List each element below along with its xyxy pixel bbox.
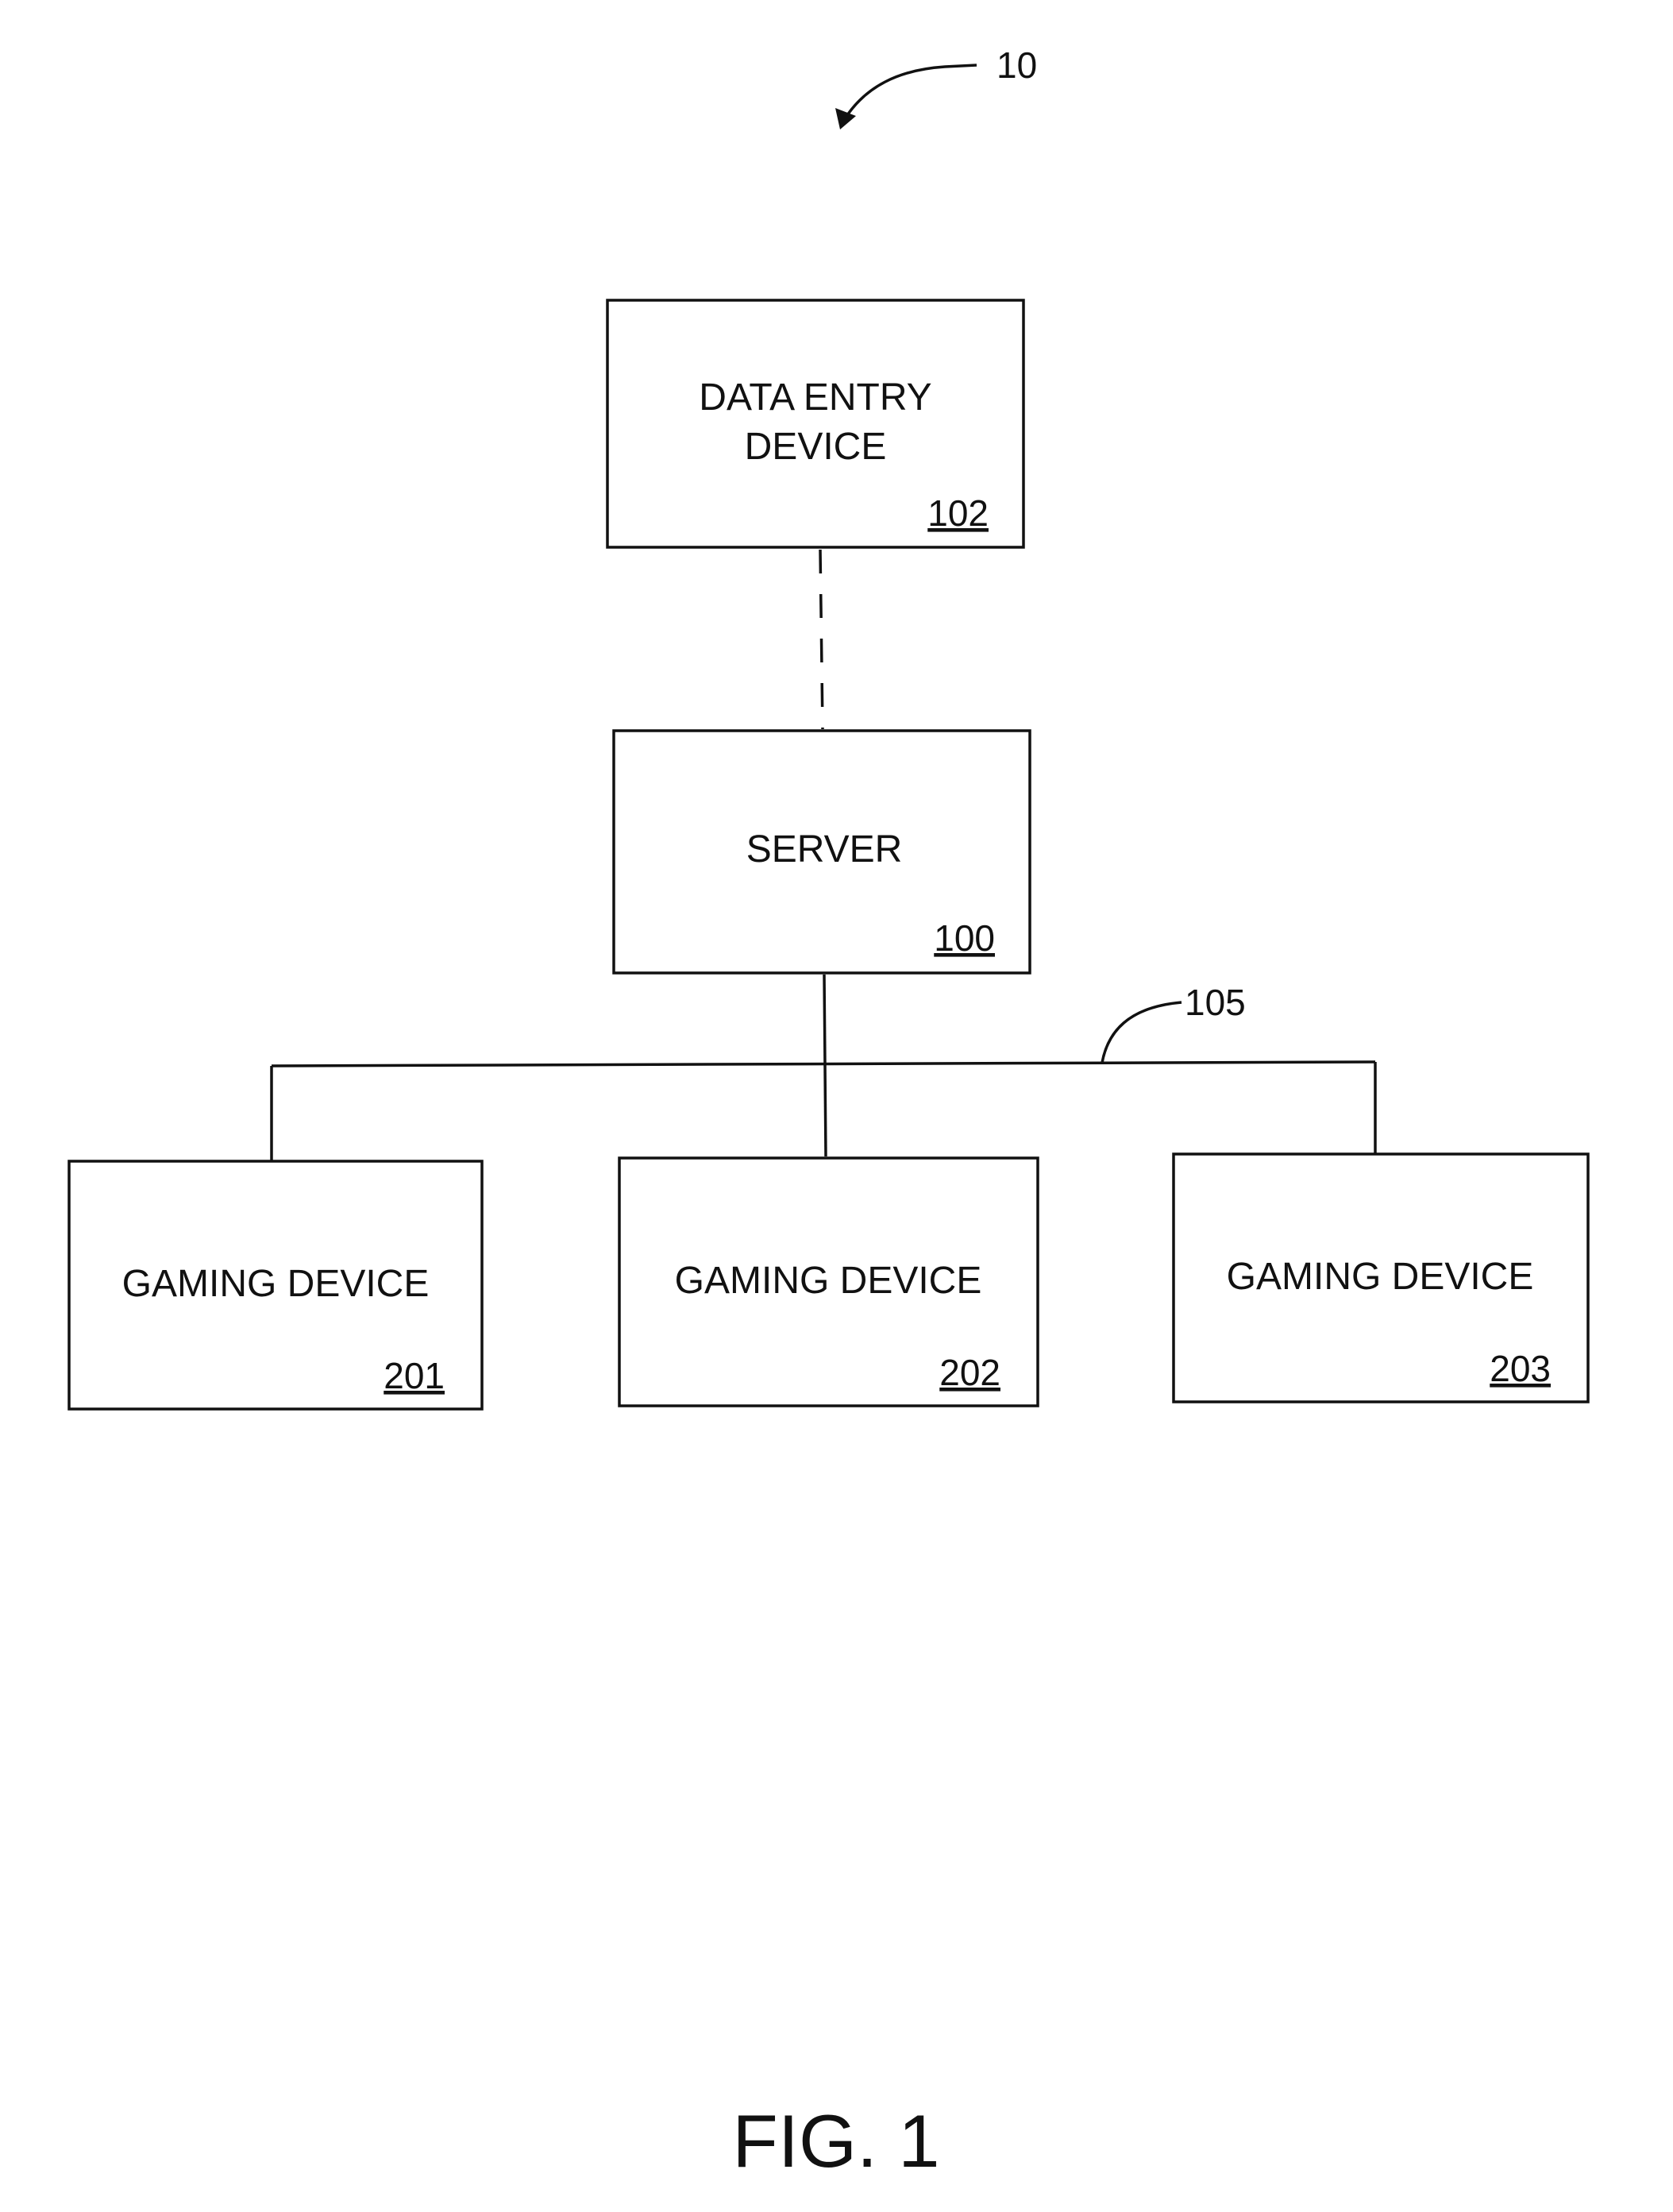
bus-leader-line xyxy=(1102,1002,1182,1063)
gaming-device-203-ref: 203 xyxy=(1490,1348,1551,1389)
server-ref: 100 xyxy=(934,917,995,959)
server-block: SERVER 100 xyxy=(614,731,1030,973)
gaming-device-201-block: GAMING DEVICE 201 xyxy=(69,1161,482,1409)
system-ref-label: 10 xyxy=(996,44,1037,86)
system-reference: 10 xyxy=(835,44,1037,129)
bus-horizontal-line xyxy=(272,1062,1375,1066)
gaming-device-203-block: GAMING DEVICE 203 xyxy=(1174,1154,1588,1402)
gaming-device-202-block: GAMING DEVICE 202 xyxy=(619,1158,1038,1406)
leader-arrowhead-icon xyxy=(835,108,856,129)
data-entry-server-dashed-link xyxy=(820,550,823,729)
bus-ref-label: 105 xyxy=(1185,982,1246,1023)
gaming-device-202-label: GAMING DEVICE xyxy=(675,1260,982,1302)
gaming-device-202-ref: 202 xyxy=(939,1352,1000,1393)
system-leader-line xyxy=(846,65,977,118)
server-drop-line xyxy=(824,975,826,1156)
data-entry-device-block: DATA ENTRY DEVICE 102 xyxy=(607,300,1023,547)
data-entry-device-label-line2: DEVICE xyxy=(745,426,887,468)
data-entry-device-ref: 102 xyxy=(927,492,989,534)
gaming-device-201-label: GAMING DEVICE xyxy=(122,1263,430,1305)
server-label: SERVER xyxy=(746,828,903,871)
figure-caption: FIG. 1 xyxy=(732,2099,939,2183)
gaming-device-201-ref: 201 xyxy=(384,1355,445,1396)
data-entry-device-label-line1: DATA ENTRY xyxy=(699,376,931,419)
gaming-device-203-label: GAMING DEVICE xyxy=(1227,1256,1534,1298)
network-bus: 105 xyxy=(272,975,1375,1161)
